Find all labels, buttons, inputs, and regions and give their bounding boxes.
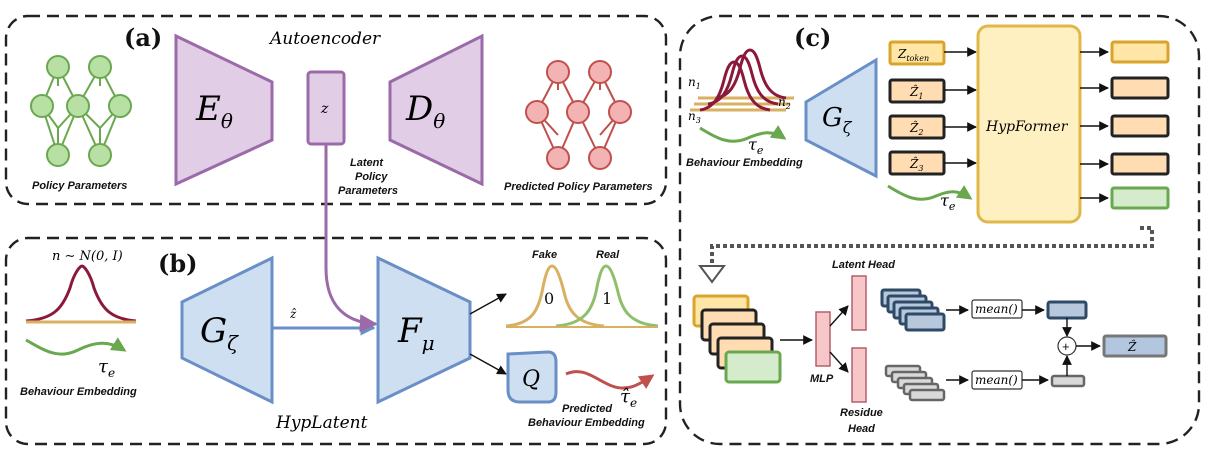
mlp-label: MLP (810, 373, 834, 385)
latent-label-line3: Parameters (338, 185, 398, 197)
latent-to-discriminator-arrow (324, 144, 378, 333)
zhat-label-b: ẑ (289, 307, 297, 321)
tau-e-label-c2: τe (940, 191, 956, 213)
hyplatent-title: HypLatent (275, 413, 368, 433)
discriminator-block (376, 255, 472, 405)
q-symbol: Q (522, 367, 540, 392)
encoder-symbol: Eθ (195, 89, 233, 133)
mean-label-2: mean() (975, 373, 1018, 387)
generator-block-c (804, 57, 878, 179)
tau-hat-label: τ̂e (620, 386, 637, 410)
hypformer-block (976, 24, 1082, 224)
real-value: 1 (602, 289, 612, 308)
n1-label: n1 (688, 75, 701, 91)
output-z2-box (1110, 114, 1170, 138)
discriminator-symbol: Fμ (397, 311, 435, 355)
decoder-block (388, 33, 484, 187)
generator-symbol-b: Gζ (200, 311, 239, 355)
predicted-label-line2: Behaviour Embedding (528, 417, 645, 429)
predicted-label-line1: Predicted (562, 403, 612, 415)
hypformer-label: HypFormer (985, 119, 1069, 135)
noise-bell-curve-icon (25, 264, 137, 324)
latent-label-line2: Policy (355, 171, 388, 183)
output-token-box (1110, 40, 1170, 64)
arrow-to-fake-real (469, 293, 507, 315)
token-z-label: Ztoken (897, 47, 929, 63)
panel-a-border (4, 14, 668, 206)
stacked-noise-curves-icon (690, 48, 794, 112)
mean-box-1 (971, 299, 1023, 319)
mlp-block (815, 311, 831, 367)
panel-c-border (678, 14, 1201, 446)
noise-distribution-label: n ∼ N(0, I) (52, 249, 123, 264)
latent-z-symbol: z (320, 101, 329, 117)
tau-wave-icon-c2 (887, 184, 973, 201)
behaviour-embedding-label-b: Behaviour Embedding (20, 386, 137, 398)
latent-mean-token (1046, 300, 1088, 320)
dotted-arrowhead-icon (698, 265, 726, 284)
real-label: Real (596, 249, 620, 261)
tau-wave-icon-c (699, 125, 787, 143)
residue-head-label-2: Head (848, 423, 875, 435)
latent-head-label: Latent Head (832, 259, 895, 271)
residue-head-label-1: Residue (840, 407, 883, 419)
z1-box (888, 78, 946, 104)
q-block (506, 350, 558, 404)
predicted-policy-network-icon (525, 60, 632, 170)
generator-symbol-c: Gζ (822, 103, 853, 137)
tau-e-label: τe (98, 356, 115, 380)
latent-head-outputs (880, 288, 946, 332)
dotted-connector (710, 226, 1154, 272)
generator-block-b (180, 255, 274, 405)
plus-symbol: + (1062, 339, 1070, 354)
n2-label: n2 (778, 95, 791, 111)
panel-b-border (4, 236, 668, 446)
tau-wave-icon (25, 337, 127, 356)
z3-label: Ẑ3 (909, 156, 923, 173)
residue-head-block (851, 347, 867, 403)
output-z-box (1102, 334, 1168, 358)
panel-b-tag: (b) (158, 249, 198, 278)
policy-parameters-label: Policy Parameters (32, 180, 127, 192)
stacked-tokens (692, 294, 782, 384)
token-z-box (888, 40, 946, 66)
panel-c-tag: (c) (794, 23, 831, 52)
residue-head-outputs (884, 364, 946, 402)
predicted-policy-parameters-label: Predicted Policy Parameters (504, 181, 653, 193)
behaviour-embedding-label-c: Behaviour Embedding (686, 157, 803, 169)
n3-label: n3 (688, 109, 701, 125)
autoencoder-title: Autoencoder (268, 29, 381, 49)
policy-network-icon (30, 55, 132, 167)
fake-label: Fake (532, 249, 557, 261)
mean-label-1: mean() (975, 302, 1018, 316)
encoder-block (174, 33, 274, 187)
output-tau-box (1110, 186, 1170, 210)
decoder-symbol: Dθ (405, 89, 445, 133)
fake-value: 0 (544, 289, 554, 308)
tau-e-label-c: τe (748, 135, 764, 157)
output-z3-box (1110, 152, 1170, 176)
output-z1-box (1110, 76, 1170, 100)
residue-mean-token (1050, 374, 1086, 388)
fake-real-curves-icon (505, 264, 659, 328)
latent-head-block (851, 275, 867, 331)
output-z-label: Ẑ (1127, 339, 1137, 354)
arrow-to-q (469, 353, 507, 375)
panel-a-tag: (a) (124, 23, 162, 52)
z1-label: Ẑ1 (909, 84, 923, 101)
latent-label-line1: Latent (350, 157, 384, 169)
predicted-tau-wave-icon (565, 370, 655, 390)
z2-label: Ẑ2 (909, 120, 923, 137)
